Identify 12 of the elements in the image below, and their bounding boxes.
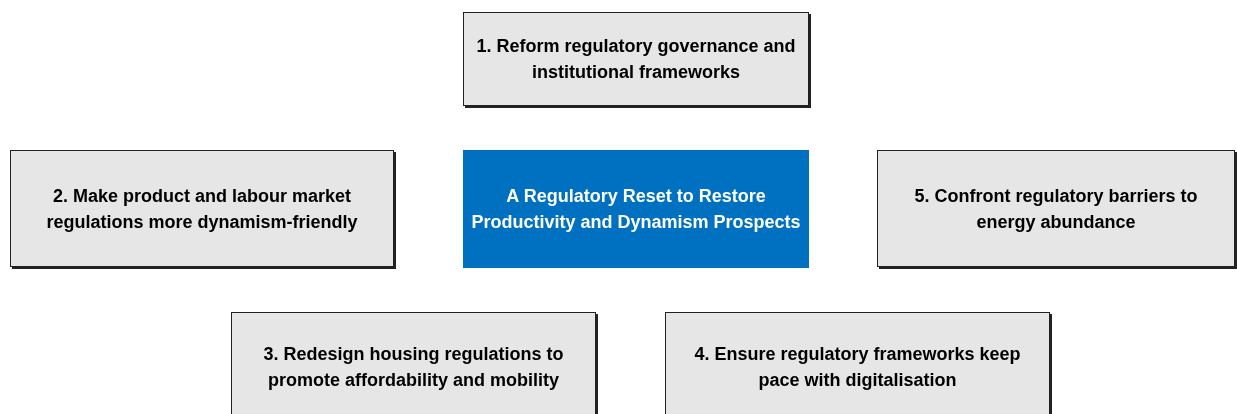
topic-box: [877, 150, 1235, 267]
topic-box: [463, 12, 809, 106]
topic-text: A Regulatory Reset to Restore Productivity and Dynamism Prospects: [470, 185, 802, 234]
topic-text: 4. Ensure regulatory frameworks keep pace with digitalisation: [693, 343, 1022, 392]
topic-text: 2. Make product and labour market regulations more dynamism-friendly: [45, 184, 359, 234]
topic-text: 1. Reform regulatory governance and institutional frameworks: [475, 35, 797, 84]
topic-text: 3. Redesign housing regulations to promote affordability and mobility: [262, 343, 565, 392]
topic-box: [665, 312, 1050, 414]
topic-text: 5. Confront regulatory barriers to energy abundance: [913, 184, 1199, 234]
topic-box: [231, 312, 596, 414]
central-topic-box: [463, 150, 809, 268]
topic-box: [10, 150, 394, 267]
